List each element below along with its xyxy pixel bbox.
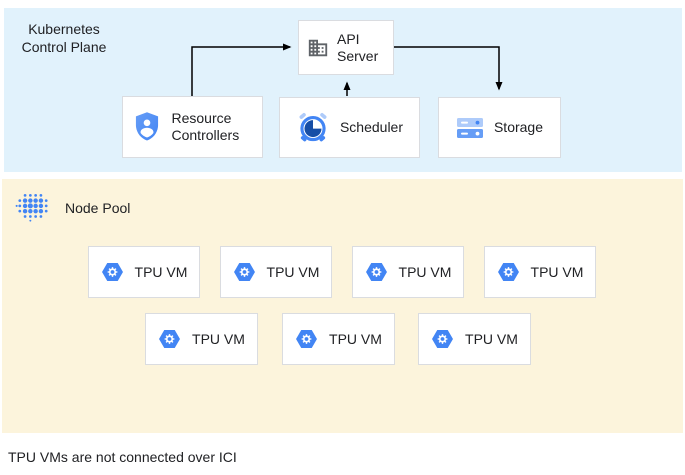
building-icon bbox=[308, 39, 328, 56]
api-server-label: API Server bbox=[337, 30, 379, 64]
storage-label: Storage bbox=[493, 119, 544, 135]
node-pool-header: Node Pool bbox=[14, 189, 130, 227]
tpu-vm-label: TPU VM bbox=[398, 264, 452, 280]
tpu-vm-label: TPU VM bbox=[530, 264, 584, 280]
shield-user-icon bbox=[135, 112, 158, 141]
tpu-vm-box-6: TPU VM bbox=[282, 313, 395, 365]
resource-controllers-node: Resource Controllers bbox=[122, 96, 263, 158]
scheduler-node: Scheduler bbox=[279, 97, 420, 158]
gke-hexagon-gear-icon bbox=[432, 329, 454, 349]
tpu-vm-box-3: TPU VM bbox=[352, 246, 464, 298]
gke-hexagon-gear-icon bbox=[159, 329, 181, 349]
storage-stack-icon bbox=[456, 117, 483, 138]
tpu-vm-label: TPU VM bbox=[465, 331, 518, 347]
node-pool-label: Node Pool bbox=[65, 200, 131, 216]
tpu-vm-box-5: TPU VM bbox=[145, 313, 258, 365]
tpu-vm-box-7: TPU VM bbox=[418, 313, 531, 365]
scheduler-label: Scheduler bbox=[339, 119, 404, 135]
node-pool-panel bbox=[2, 179, 683, 433]
tpu-vm-label: TPU VM bbox=[192, 331, 245, 347]
gke-hexagon-gear-icon bbox=[497, 262, 519, 282]
resource-controllers-label: Resource Controllers bbox=[171, 110, 240, 143]
storage-node: Storage bbox=[438, 97, 561, 158]
tpu-vm-label: TPU VM bbox=[134, 264, 188, 280]
api-server-node: API Server bbox=[298, 20, 394, 75]
diagram-caption: TPU VMs are not connected over ICI bbox=[8, 449, 237, 465]
gke-hexagon-gear-icon bbox=[365, 262, 387, 282]
tpu-vm-label: TPU VM bbox=[329, 331, 382, 347]
gke-hexagon-gear-icon bbox=[233, 262, 255, 282]
tpu-dots-icon bbox=[15, 193, 48, 222]
alarm-clock-icon bbox=[299, 112, 327, 141]
tpu-vm-box-2: TPU VM bbox=[220, 246, 332, 298]
tpu-vm-label: TPU VM bbox=[266, 264, 320, 280]
gke-hexagon-gear-icon bbox=[296, 329, 318, 349]
control-plane-title: Kubernetes Control Plane bbox=[21, 21, 107, 55]
gke-hexagon-gear-icon bbox=[101, 262, 123, 282]
tpu-vm-box-4: TPU VM bbox=[484, 246, 596, 298]
tpu-vm-box-1: TPU VM bbox=[88, 246, 200, 298]
